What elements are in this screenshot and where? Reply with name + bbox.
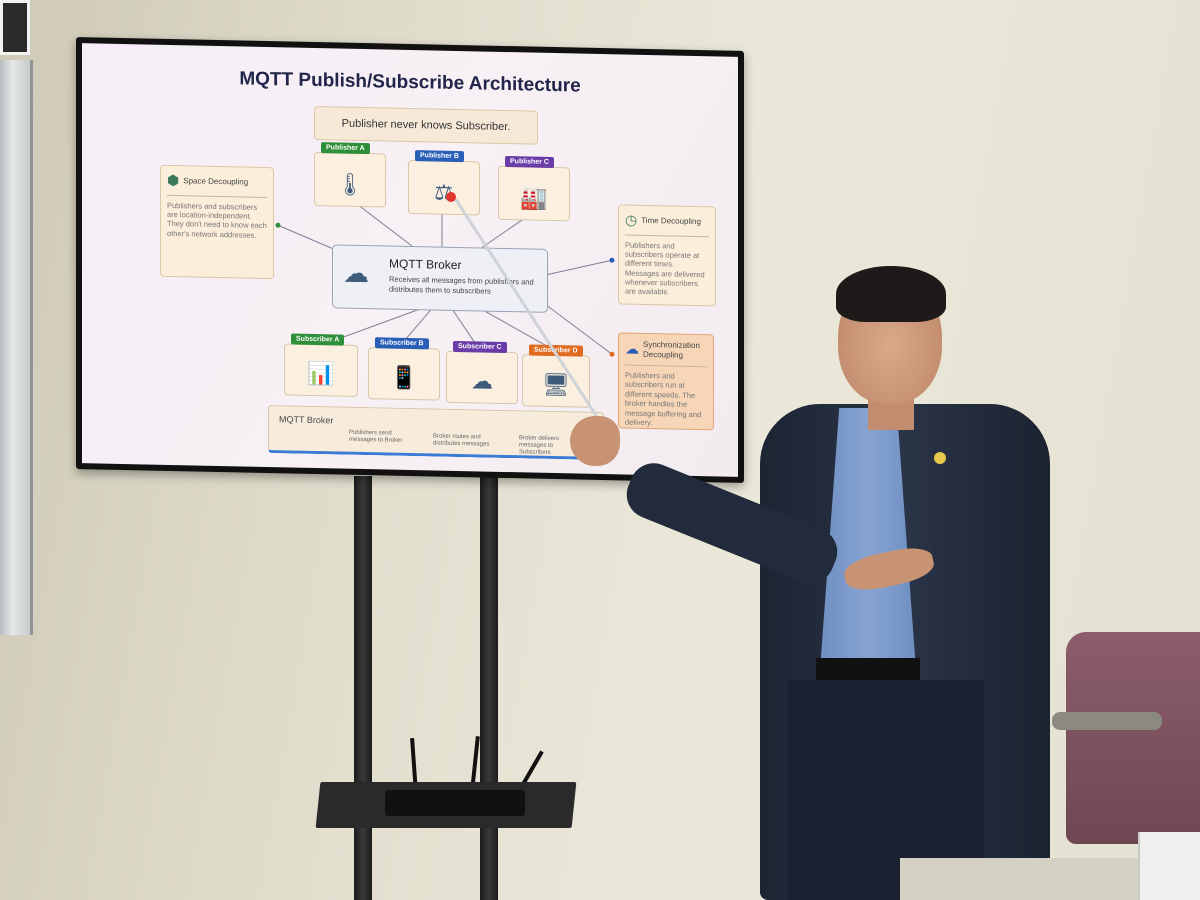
presenter-hair: [836, 266, 946, 322]
publisher-b-node: Publisher B ⚖: [408, 150, 480, 216]
thermometer-icon: 🌡: [336, 171, 364, 198]
dashboard-icon: 📊: [307, 360, 335, 387]
factory-icon: 🏭: [520, 185, 548, 211]
monitor-icon: 🖥: [542, 371, 570, 398]
slide: MQTT Publish/Subscribe Architecture Publ…: [82, 43, 738, 477]
tv-display: MQTT Publish/Subscribe Architecture Publ…: [76, 37, 744, 483]
flow-step: Broker routes and distributes messages: [433, 433, 490, 448]
chair-arm: [1052, 712, 1162, 730]
clock-icon: ◷: [625, 211, 638, 228]
broker-title: MQTT Broker: [389, 256, 462, 273]
whiteboard: [0, 60, 33, 635]
desk: [1138, 832, 1200, 900]
slide-banner: Publisher never knows Subscriber.: [314, 105, 538, 145]
subscriber-c-node: Subscriber C ☁: [446, 340, 518, 405]
mobile-icon: 📱: [390, 364, 418, 391]
publisher-c-node: Publisher C 🏭: [498, 155, 570, 222]
presenter-hand: [570, 416, 620, 466]
wall-frame: [0, 0, 30, 55]
presenter-belt: [816, 658, 920, 680]
presenter: [570, 262, 1050, 900]
cloud-network-icon: ☁: [343, 257, 369, 289]
cloud-icon: ☁: [471, 368, 493, 394]
subscriber-a-label: Subscriber A: [291, 333, 345, 346]
publisher-b-label: Publisher B: [415, 150, 464, 163]
stand-pole-right: [480, 476, 498, 900]
broker-box: ☁ MQTT Broker Receives all messages from…: [332, 244, 548, 313]
router: [385, 790, 525, 816]
broker-flow-strip: MQTT Broker Publishers send messages to …: [268, 405, 604, 461]
pointer-tip: [446, 192, 456, 202]
publisher-c-label: Publisher C: [505, 155, 554, 169]
publisher-a-label: Publisher A: [321, 142, 370, 155]
subscriber-a-node: Subscriber A 📊: [284, 333, 358, 397]
chair: [1066, 632, 1200, 844]
publisher-a-node: Publisher A 🌡: [314, 142, 386, 208]
subscriber-b-label: Subscriber B: [375, 337, 429, 350]
space-decoupling-panel: ⬢Space Decoupling Publishers and subscri…: [160, 164, 274, 280]
stand-pole-left: [354, 476, 372, 900]
flow-step: Publishers send messages to Broker: [349, 429, 403, 445]
subscriber-c-label: Subscriber C: [453, 340, 507, 354]
lapel-pin: [934, 452, 946, 464]
cube-icon: ⬢: [167, 171, 180, 189]
time-decoupling-title: Time Decoupling: [641, 215, 701, 226]
subscriber-d-node: Subscriber D 🖥: [522, 344, 590, 408]
space-decoupling-title: Space Decoupling: [183, 175, 249, 187]
flow-title: MQTT Broker: [279, 414, 334, 426]
space-decoupling-text: Publishers and subscribers are location-…: [167, 200, 267, 240]
subscriber-b-node: Subscriber B 📱: [368, 337, 440, 401]
